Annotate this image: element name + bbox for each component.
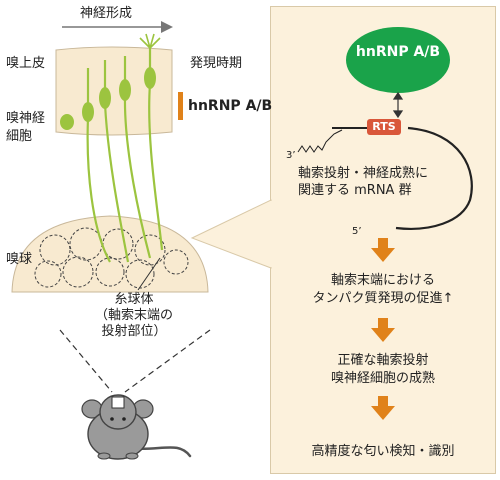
neuron-bodies — [60, 67, 156, 130]
step-1-label: 軸索末端における タンパク質発現の促進↑ — [312, 273, 454, 306]
poly-a-tail — [297, 129, 343, 153]
step-3-label: 高精度な匂い検知・識別 — [311, 444, 455, 459]
bulb-label: 嗅球 — [6, 252, 33, 267]
protein-label-left: hnRNP A/B — [188, 98, 273, 114]
glomerulus-pointer — [137, 257, 161, 291]
rts-box — [367, 119, 401, 135]
expression-bar — [178, 92, 183, 120]
expression-period-label: 発現時期 — [190, 56, 243, 71]
neurogenesis-label: 神経形成 — [80, 6, 133, 21]
mouse-illustration — [81, 394, 192, 460]
olfactory-neurons — [86, 33, 164, 263]
five-prime-label: 5’ — [352, 226, 362, 237]
callout-wedge — [190, 199, 272, 269]
view-lines — [59, 329, 211, 393]
step-2-label: 正確な軸索投射 嗅神経細胞の成熟 — [330, 353, 435, 386]
hnrnp-oval — [346, 27, 450, 93]
binding-arrow — [392, 91, 404, 119]
glomerulus-label: 糸球体 （軸索末端の 投射部位） — [94, 292, 173, 339]
flow-arrows — [371, 238, 395, 420]
three-prime-label: 3’ — [286, 150, 296, 161]
epithelium-label: 嗅上皮 — [6, 56, 46, 71]
rts-label: RTS — [372, 120, 396, 133]
mrna-strand — [395, 126, 473, 230]
olfactory-bulb — [11, 215, 209, 293]
neuron-label: 嗅神経 細胞 — [6, 111, 46, 144]
protein-label-right: hnRNP A/B — [355, 44, 441, 60]
mrna-label: 軸索投射・神経成熟に 関連する mRNA 群 — [298, 166, 429, 198]
